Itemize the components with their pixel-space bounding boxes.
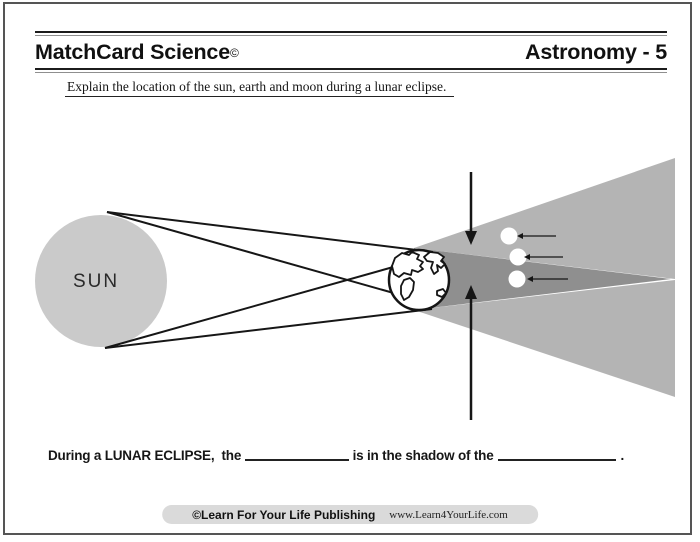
- continent-south-america: [400, 277, 415, 301]
- copyright-mark: ©: [229, 46, 239, 60]
- tangent-line-top: [106, 211, 434, 253]
- moon-circle-edge: [509, 248, 527, 266]
- penumbra-upper-shape: [414, 158, 675, 279]
- up-arrowhead-icon: [465, 285, 477, 299]
- footer-banner: ©Learn For Your Life Publishing www.Lear…: [162, 505, 538, 524]
- publisher-text: ©Learn For Your Life Publishing: [192, 507, 376, 522]
- worksheet-header: MatchCard Science© Astronomy - 5: [35, 31, 667, 73]
- worksheet-title: Astronomy - 5: [525, 40, 667, 64]
- moon-arrowhead-3-icon: [527, 276, 533, 282]
- tangent-line-bottom: [104, 308, 433, 349]
- instruction-text: Explain the location of the sun, earth a…: [65, 79, 455, 97]
- sun-label: SUN: [73, 271, 119, 292]
- crossing-line-bottom-to-top: [104, 254, 437, 349]
- moon-arrowhead-1-icon: [517, 233, 523, 239]
- moon-arrowhead-2-icon: [524, 254, 530, 260]
- answer-blank-2: [497, 459, 617, 461]
- brand-title: MatchCard Science©: [35, 40, 239, 65]
- continent-north-america: [391, 251, 424, 278]
- website-text: www.Learn4YourLife.com: [389, 508, 508, 521]
- crossing-line-top-to-bottom: [106, 211, 437, 306]
- fill-in-sentence: During a LUNAR ECLIPSE, the is in the sh…: [48, 448, 624, 463]
- sentence-period: .: [620, 448, 624, 463]
- sentence-part2: is in the shadow of the: [352, 448, 494, 463]
- moon-circle-umbra: [508, 270, 526, 288]
- sun-circle: [35, 215, 167, 347]
- moon-circle-penumbra: [500, 227, 518, 245]
- brand-title-text: MatchCard Science: [35, 40, 230, 64]
- down-arrowhead-icon: [465, 231, 477, 245]
- continent-eurasia: [423, 251, 446, 275]
- header-bottom-rule: [35, 68, 667, 73]
- sentence-part1: During a LUNAR ECLIPSE, the: [48, 448, 242, 463]
- header-top-rule: [35, 31, 667, 36]
- penumbra-lower-shape: [414, 280, 675, 397]
- continent-australia: [436, 288, 447, 298]
- answer-blank-1: [245, 459, 349, 461]
